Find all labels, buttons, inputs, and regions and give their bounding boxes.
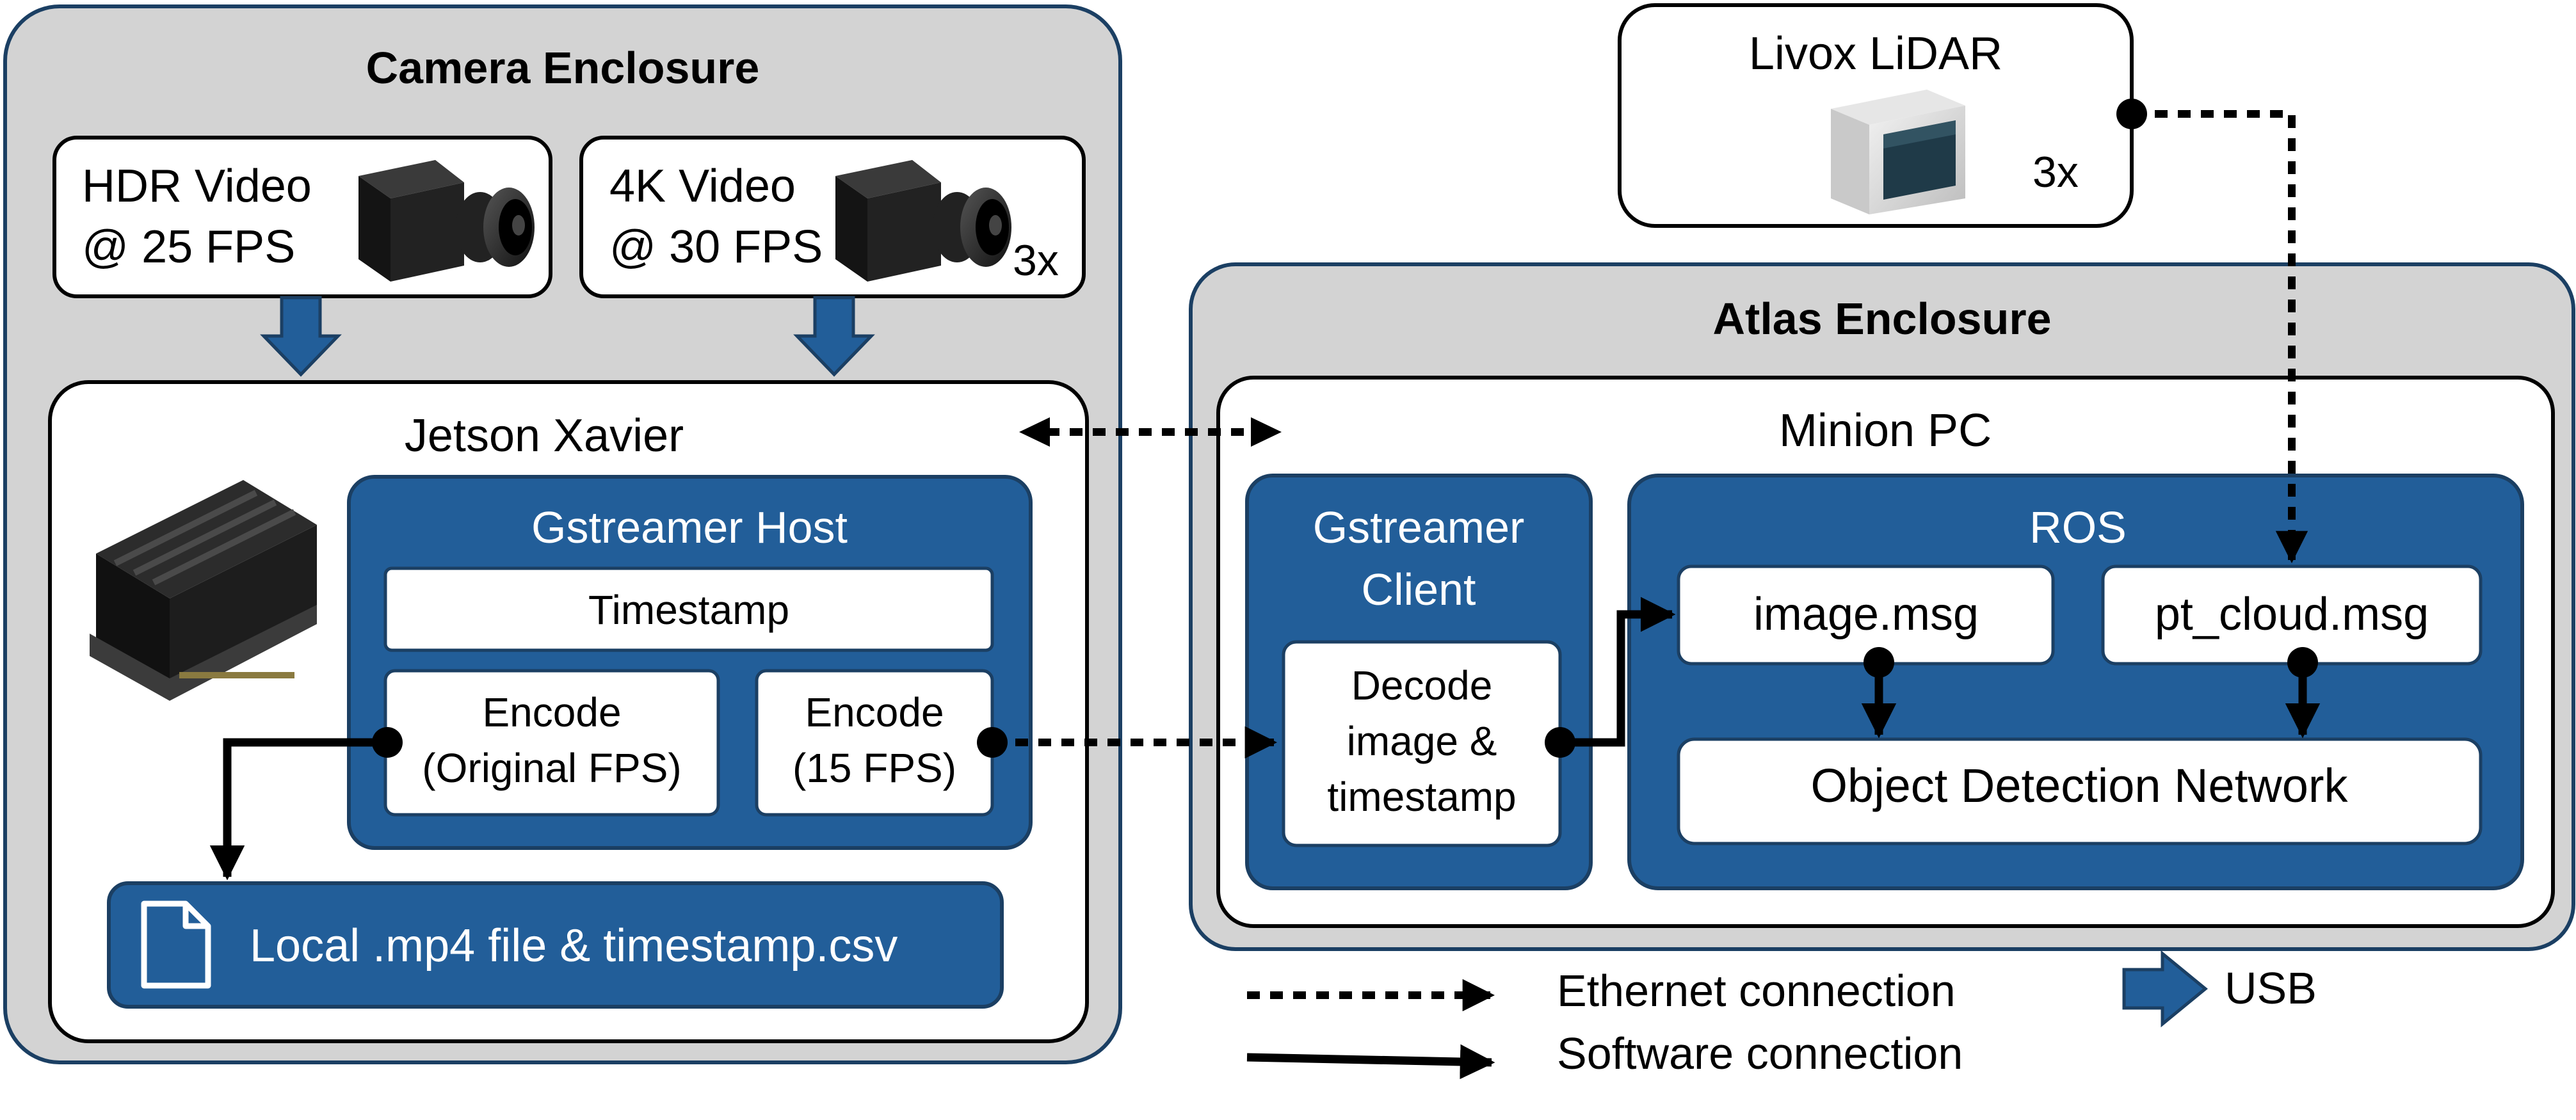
- hdr-camera-box: HDR Video @ 25 FPS: [52, 136, 552, 298]
- lidar-box: Livox LiDAR 3x: [1618, 3, 2134, 228]
- gstreamer-host-title: Gstreamer Host: [531, 502, 848, 552]
- gstreamer-client-line1: Gstreamer: [1313, 502, 1525, 552]
- encode-15-line2: (15 FPS): [793, 745, 956, 791]
- jetson-title: Jetson Xavier: [405, 410, 684, 461]
- legend-software-label: Software connection: [1557, 1028, 1963, 1078]
- decode-line2: image &: [1347, 718, 1497, 764]
- lidar-icon: [1831, 90, 1965, 214]
- ethernet-connection-lidar-to-ptcloud: [2132, 110, 2308, 564]
- decode-line1: Decode: [1351, 662, 1493, 708]
- ros-box: ROS image.msg pt_cloud.msg Object Detect…: [1627, 474, 2524, 890]
- camera-enclosure: Camera Enclosure HDR Video @ 25 FPS 4K V…: [3, 4, 1122, 1064]
- jetson-module-icon: [90, 480, 317, 701]
- legend: Ethernet connection Software connection …: [1246, 950, 2317, 1080]
- ethernet-connection-jetson-minion: [1019, 417, 1282, 447]
- software-connection-encode-to-file: [209, 738, 387, 881]
- minion-pc-title: Minion PC: [1779, 405, 1992, 456]
- gstreamer-client-line2: Client: [1362, 564, 1476, 614]
- usb-arrow-4k: [793, 296, 875, 377]
- legend-usb-arrow: [2122, 950, 2208, 1028]
- local-file-box: Local .mp4 file & timestamp.csv: [107, 881, 1004, 1009]
- 4k-camera-box: 4K Video @ 30 FPS 3x: [579, 136, 1086, 298]
- decode-line3: timestamp: [1327, 774, 1516, 820]
- local-file-label: Local .mp4 file & timestamp.csv: [250, 920, 898, 972]
- ros-title: ROS: [2029, 502, 2127, 552]
- connection-node-pt-cloud-msg: [2287, 647, 2318, 678]
- legend-ethernet-label: Ethernet connection: [1557, 966, 1956, 1016]
- encode-original-line1: Encode: [482, 689, 621, 735]
- connection-node-lidar: [2116, 99, 2147, 129]
- connection-node-encode-original: [372, 727, 403, 758]
- pt-cloud-msg-label: pt_cloud.msg: [2155, 589, 2429, 640]
- 4k-camera-count: 3x: [1013, 236, 1059, 285]
- minion-pc-box: Minion PC Gstreamer Client Decode image …: [1216, 376, 2555, 928]
- usb-arrow-hdr: [260, 296, 342, 377]
- software-connection-decode-to-image: [1560, 596, 1676, 747]
- encode-original-line2: (Original FPS): [422, 745, 681, 791]
- 4k-camera-line1: 4K Video: [609, 161, 796, 212]
- encode-15-line1: Encode: [805, 689, 944, 735]
- camera-icon: [835, 160, 1011, 282]
- hdr-camera-line1: HDR Video: [82, 161, 312, 212]
- object-detection-label: Object Detection Network: [1810, 759, 2348, 812]
- timestamp-label: Timestamp: [588, 587, 789, 633]
- connection-node-decode: [1545, 727, 1575, 758]
- lidar-title: Livox LiDAR: [1749, 28, 2002, 79]
- camera-icon: [358, 160, 535, 282]
- connection-node-encode-15: [977, 727, 1008, 758]
- 4k-camera-line2: @ 30 FPS: [609, 221, 823, 273]
- jetson-xavier-box: Jetson Xavier Gstreamer Host Timestamp E…: [48, 380, 1089, 1043]
- image-msg-label: image.msg: [1753, 589, 1979, 640]
- atlas-enclosure-title: Atlas Enclosure: [1712, 294, 2051, 344]
- gstreamer-host: Gstreamer Host Timestamp Encode (Origina…: [347, 475, 1033, 850]
- atlas-enclosure: Atlas Enclosure Minion PC Gstreamer Clie…: [1189, 262, 2575, 951]
- connection-node-image-msg: [1864, 647, 1894, 678]
- timestamp-box: [383, 566, 994, 652]
- hdr-camera-line2: @ 25 FPS: [82, 221, 295, 273]
- gstreamer-client: Gstreamer Client Decode image & timestam…: [1245, 474, 1593, 890]
- camera-enclosure-title: Camera Enclosure: [366, 43, 760, 93]
- legend-software-line: [1246, 1044, 1495, 1080]
- legend-usb-label: USB: [2225, 963, 2317, 1013]
- object-detection-box: [1677, 737, 2483, 845]
- lidar-count: 3x: [2033, 148, 2079, 196]
- file-icon: [141, 900, 211, 989]
